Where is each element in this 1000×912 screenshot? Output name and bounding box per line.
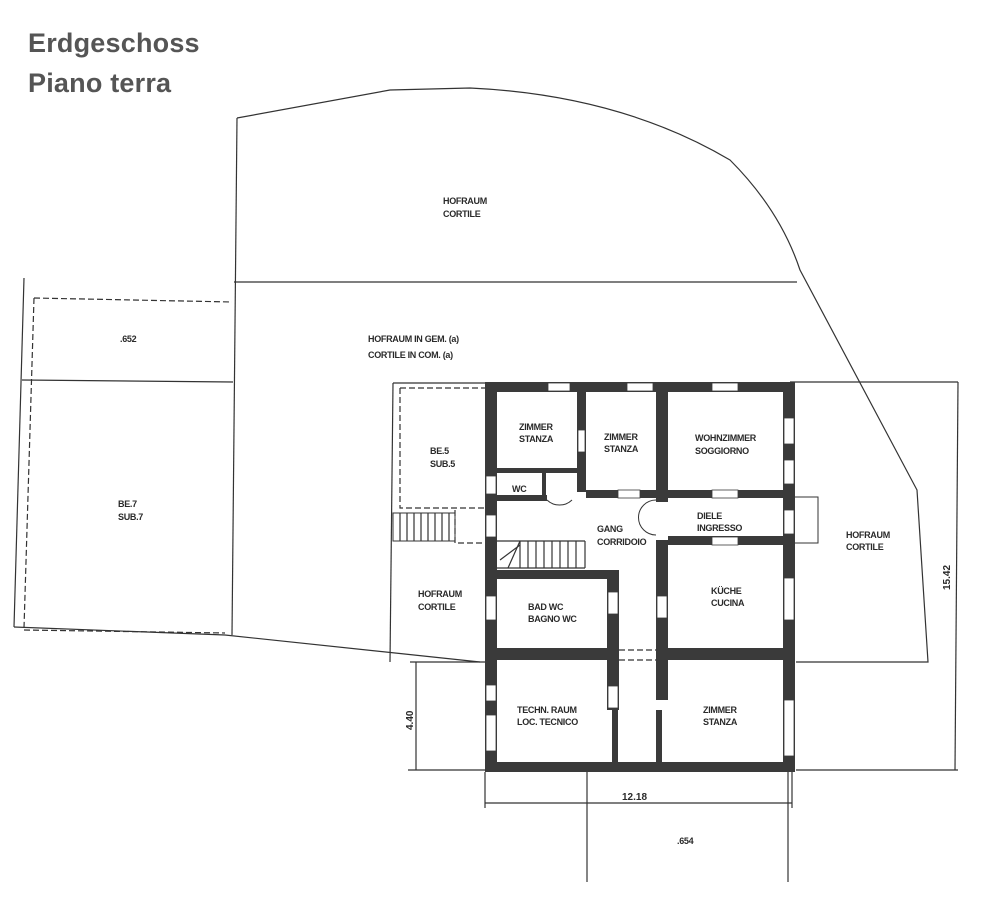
dimension-width: 12.18 [622, 792, 647, 803]
room-diele-it: INGRESSO [697, 523, 742, 533]
room-zimmer-2-de: ZIMMER [604, 432, 638, 442]
exterior-stairs [392, 512, 456, 542]
room-zimmer-3-it: STANZA [703, 717, 738, 727]
room-zimmer-1-it: STANZA [519, 434, 554, 444]
be5-label-line2: SUB.5 [430, 459, 455, 469]
room-wohnzimmer-de: WOHNZIMMER [695, 433, 757, 443]
room-bad-de: BAD WC [528, 602, 564, 612]
room-kueche-de: KÜCHE [711, 586, 742, 596]
room-bad-it: BAGNO WC [528, 614, 577, 624]
room-wohnzimmer-it: SOGGIORNO [695, 446, 749, 456]
room-wc: WC [512, 484, 527, 494]
courtyard-common-label-it: CORTILE IN COM. (a) [368, 350, 453, 360]
room-techn-it: LOC. TECNICO [517, 717, 578, 727]
site-boundary [13, 87, 958, 882]
room-zimmer-2-it: STANZA [604, 444, 639, 454]
be7-label-line1: BE.7 [118, 499, 137, 509]
dimension-labels: 12.18 15.42 4.40 [405, 565, 953, 803]
dimension-height-partial: 4.40 [405, 710, 416, 730]
courtyard-common-label-de: HOFRAUM IN GEM. (a) [368, 334, 459, 344]
interior-stairs [497, 540, 586, 569]
dimension-height-total: 15.42 [942, 565, 953, 590]
be5-label-line1: BE.5 [430, 446, 449, 456]
room-zimmer-3-de: ZIMMER [703, 705, 737, 715]
area-labels: HOFRAUM CORTILE HOFRAUM IN GEM. (a) CORT… [118, 196, 890, 846]
plan-title-german: Erdgeschoss [28, 28, 200, 58]
courtyard-top-label-de: HOFRAUM [443, 196, 487, 206]
room-techn-de: TECHN. RAUM [517, 705, 577, 715]
room-gang-it: CORRIDOIO [597, 537, 647, 547]
parcel-654-label: .654 [677, 836, 694, 846]
room-diele-de: DIELE [697, 511, 722, 521]
courtyard-right-label-de: HOFRAUM [846, 530, 890, 540]
parcel-652-label: .652 [120, 334, 137, 344]
plan-title-italian: Piano terra [28, 68, 172, 98]
be7-label-line2: SUB.7 [118, 512, 143, 522]
dimension-lines [408, 381, 959, 808]
room-zimmer-1-de: ZIMMER [519, 422, 553, 432]
courtyard-left-label-it: CORTILE [418, 602, 456, 612]
courtyard-right-label-it: CORTILE [846, 542, 884, 552]
house-walls [485, 382, 795, 772]
courtyard-top-label-it: CORTILE [443, 209, 481, 219]
room-gang-de: GANG [597, 524, 623, 534]
courtyard-left-label-de: HOFRAUM [418, 589, 462, 599]
room-kueche-it: CUCINA [711, 598, 745, 608]
room-labels: ZIMMER STANZA ZIMMER STANZA WOHNZIMMER S… [512, 422, 757, 727]
